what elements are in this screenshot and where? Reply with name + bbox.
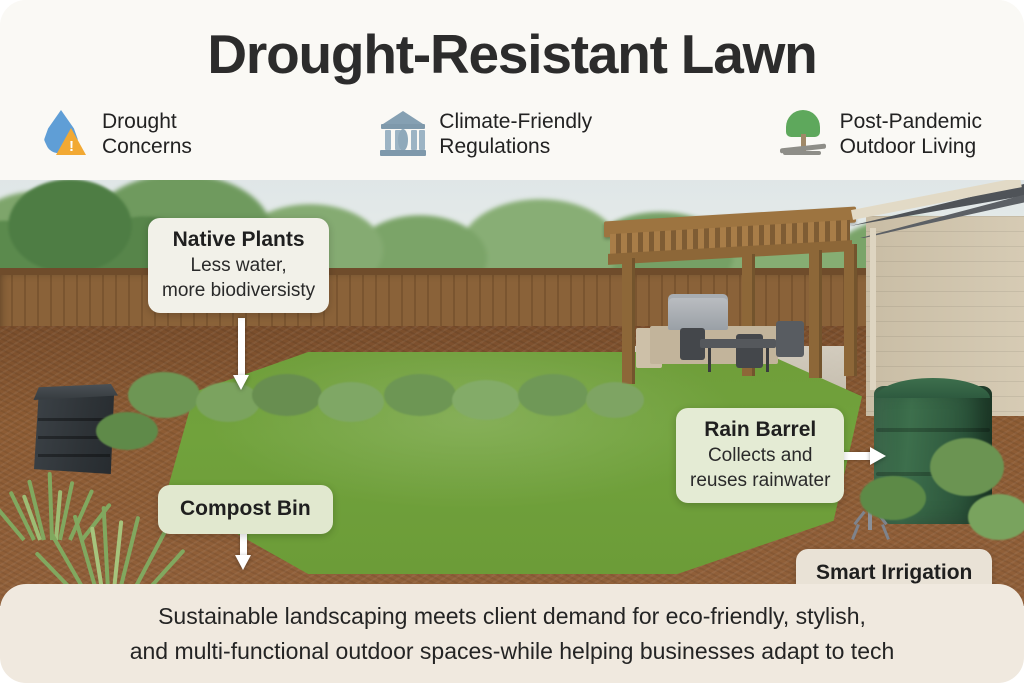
garden-shrub (518, 374, 588, 416)
pergola-post (622, 258, 635, 384)
patio-table-leg (708, 348, 711, 372)
bbq-grill (668, 298, 728, 330)
chip-line-1: Drought (102, 110, 177, 133)
patio-chair (776, 321, 804, 357)
rain-barrel-lid (876, 378, 990, 398)
chip-line-1: Climate-Friendly (439, 110, 593, 133)
fence-cap-rail (0, 268, 1024, 275)
callout-compost-bin: Compost Bin (158, 485, 333, 534)
callout-title: Smart Irrigation (816, 561, 973, 584)
garden-shrub (930, 438, 1004, 496)
chip-line-1: Post-Pandemic (839, 110, 982, 133)
garden-shrub (128, 372, 200, 418)
compost-bin-lid (33, 384, 118, 400)
native-plants-arrow-icon (233, 318, 250, 390)
callout-subtitle-line-1: Less water, (190, 255, 287, 276)
pergola-post (844, 244, 857, 376)
garden-shrub (586, 382, 644, 418)
page-title: Drought-Resistant Lawn (207, 23, 817, 85)
footer-line-2: and multi-functional outdoor spaces-whil… (129, 637, 895, 664)
footer-caption-bar: Sustainable landscaping meets client dem… (0, 584, 1024, 683)
garden-shrub (96, 412, 158, 450)
water-drop-warning-icon: ! (42, 108, 90, 160)
header-chip-list: ! Drought Concerns (0, 108, 1024, 160)
patio-table-leg (766, 348, 769, 372)
callout-title: Rain Barrel (704, 418, 817, 441)
garden-shrub (860, 476, 926, 520)
ornamental-grass-clump (34, 500, 186, 592)
rain-barrel-arrow-icon (832, 447, 888, 465)
callout-subtitle-line-1: Collects and (707, 445, 813, 466)
garden-shrub (452, 380, 520, 420)
tree-bench-icon (779, 108, 828, 160)
chip-drought-concerns-label: Drought Concerns (102, 109, 192, 159)
compost-bin-rib (38, 436, 110, 439)
chip-outdoor-living-label: Post-Pandemic Outdoor Living (840, 109, 982, 159)
garden-shrub (318, 382, 384, 422)
callout-title: Compost Bin (180, 497, 311, 520)
rain-barrel-band (876, 428, 990, 432)
callout-subtitle-line-2: reuses rainwater (690, 470, 831, 491)
header: Drought-Resistant Lawn ! Drought Concern… (0, 0, 1024, 180)
footer-caption: Sustainable landscaping meets client dem… (104, 599, 921, 669)
callout-subtitle-line-2: more biodiversisty (162, 280, 316, 301)
garden-shrub (252, 374, 322, 416)
patio-table (700, 339, 776, 348)
chip-climate-regulations-label: Climate-Friendly Regulations (439, 109, 592, 159)
pergola-post (809, 250, 822, 378)
garden-shrub (196, 382, 260, 422)
garden-shrub (968, 494, 1024, 540)
callout-native-plants: Native Plants Less water, more biodivers… (148, 218, 330, 313)
chip-outdoor-living: Post-Pandemic Outdoor Living (779, 108, 982, 160)
compost-bin-rib (38, 454, 110, 457)
government-building-icon (379, 108, 427, 160)
downspout (870, 228, 876, 390)
chip-drought-concerns: ! Drought Concerns (42, 108, 192, 160)
footer-line-1: Sustainable landscaping meets client dem… (158, 602, 866, 629)
backyard-scene-illustration (0, 176, 1024, 606)
garden-shrub (384, 374, 456, 416)
callout-title: Native Plants (172, 228, 305, 251)
chip-line-2: Regulations (439, 135, 551, 158)
callout-rain-barrel: Rain Barrel Collects and reuses rainwate… (676, 408, 845, 503)
compost-bin-arrow-icon (235, 528, 252, 570)
chip-line-2: Concerns (102, 135, 192, 158)
chip-climate-regulations: Climate-Friendly Regulations (379, 108, 592, 160)
chip-line-2: Outdoor Living (839, 135, 977, 158)
compost-bin-rib (38, 418, 110, 421)
